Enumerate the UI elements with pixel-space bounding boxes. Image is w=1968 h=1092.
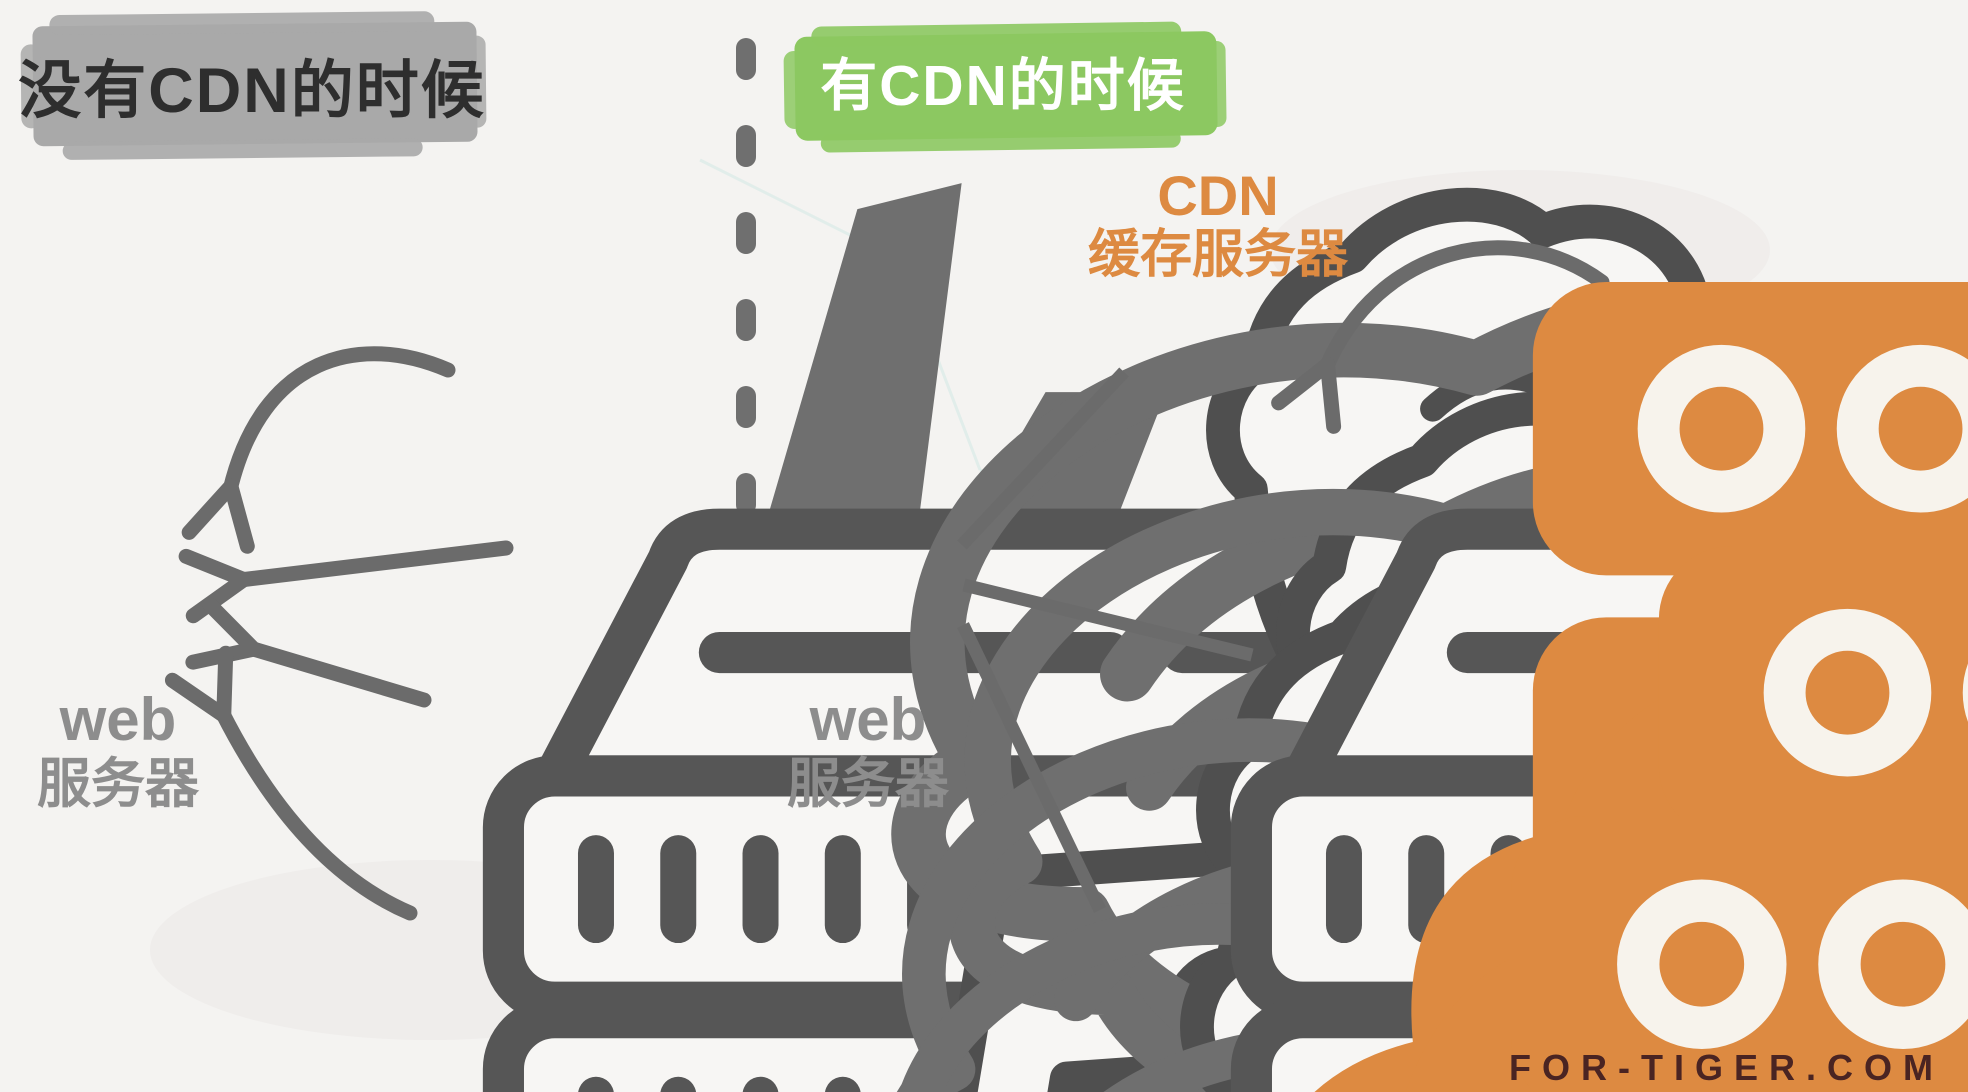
link-origin-cdn3 xyxy=(957,622,1106,913)
arrow-user2-to-server xyxy=(178,540,514,624)
right-title: 有CDN的时候 xyxy=(820,54,1186,118)
left-server-label-line2: 服务器 xyxy=(37,754,200,814)
right-server-label-line1: web xyxy=(809,686,927,753)
right-server-label-line2: 服务器 xyxy=(787,754,950,814)
right-panel: 有CDN的时候 CDN 缓存服务器 web 服务器 xyxy=(783,21,1968,1092)
arrow-user3-to-server xyxy=(185,597,432,708)
arrow-user1-to-server xyxy=(181,346,456,554)
cdn-label-line1: CDN xyxy=(1157,164,1278,227)
arrow-user4-to-server xyxy=(164,645,418,921)
right-title-brush xyxy=(783,21,1227,153)
cdn-label: CDN 缓存服务器 xyxy=(1088,164,1349,284)
cdn-label-line2: 缓存服务器 xyxy=(1088,226,1349,284)
left-title: 没有CDN的时候 xyxy=(18,56,486,126)
link-origin-cdn1 xyxy=(957,367,1129,550)
watermark: FOR-TIGER.COM xyxy=(1509,1047,1944,1088)
origin-links xyxy=(957,367,1254,913)
left-server-label-line1: web xyxy=(59,686,177,753)
left-title-brush xyxy=(20,11,487,160)
link-origin-cdn2 xyxy=(962,578,1254,662)
arrow-userA-to-cdn1 xyxy=(1271,240,1610,434)
left-arrows xyxy=(164,346,514,921)
left-panel: 没有CDN的时候 web 服务器 xyxy=(18,11,1968,1092)
